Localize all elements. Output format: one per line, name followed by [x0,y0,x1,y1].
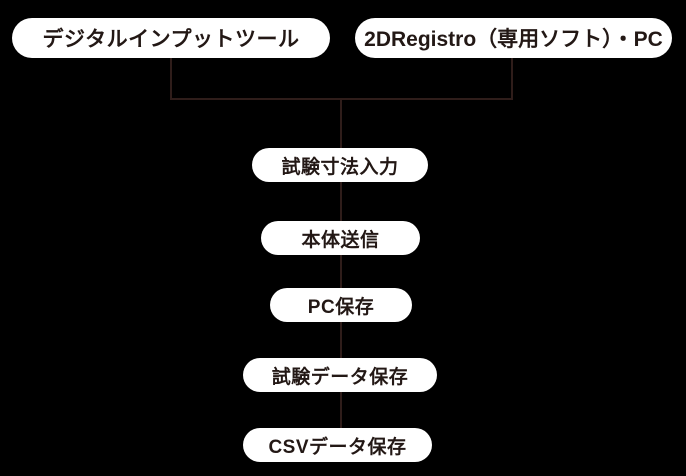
node-2dregistro-pc: 2DRegistro（専用ソフト）・PC [355,18,672,58]
node-label: 試験データ保存 [271,366,409,388]
node-label: 本体送信 [301,229,380,251]
node-label: 試験寸法入力 [281,156,399,178]
node-test-data-save: 試験データ保存 [243,358,437,392]
node-pc-save: PC保存 [270,288,412,322]
node-digital-input-tool: デジタルインプットツール [12,18,330,58]
connector-drop-right [511,58,513,100]
node-send-to-main-unit: 本体送信 [261,221,420,255]
connector-spine-step-1-to-2 [340,182,342,221]
node-label: PC保存 [307,296,375,318]
node-csv-data-save: CSVデータ保存 [243,428,432,462]
node-label: 2DRegistro（専用ソフト）・PC [364,28,663,51]
node-label: デジタルインプットツール [42,28,300,51]
node-label: CSVデータ保存 [268,436,407,458]
connector-spine-step-2-to-3 [340,255,342,288]
connector-drop-left [170,58,172,100]
connector-spine-to-step-1 [340,98,342,148]
connector-spine-step-3-to-4 [340,322,342,358]
connector-spine-step-4-to-5 [340,392,342,428]
node-test-dimension-input: 試験寸法入力 [252,148,428,182]
